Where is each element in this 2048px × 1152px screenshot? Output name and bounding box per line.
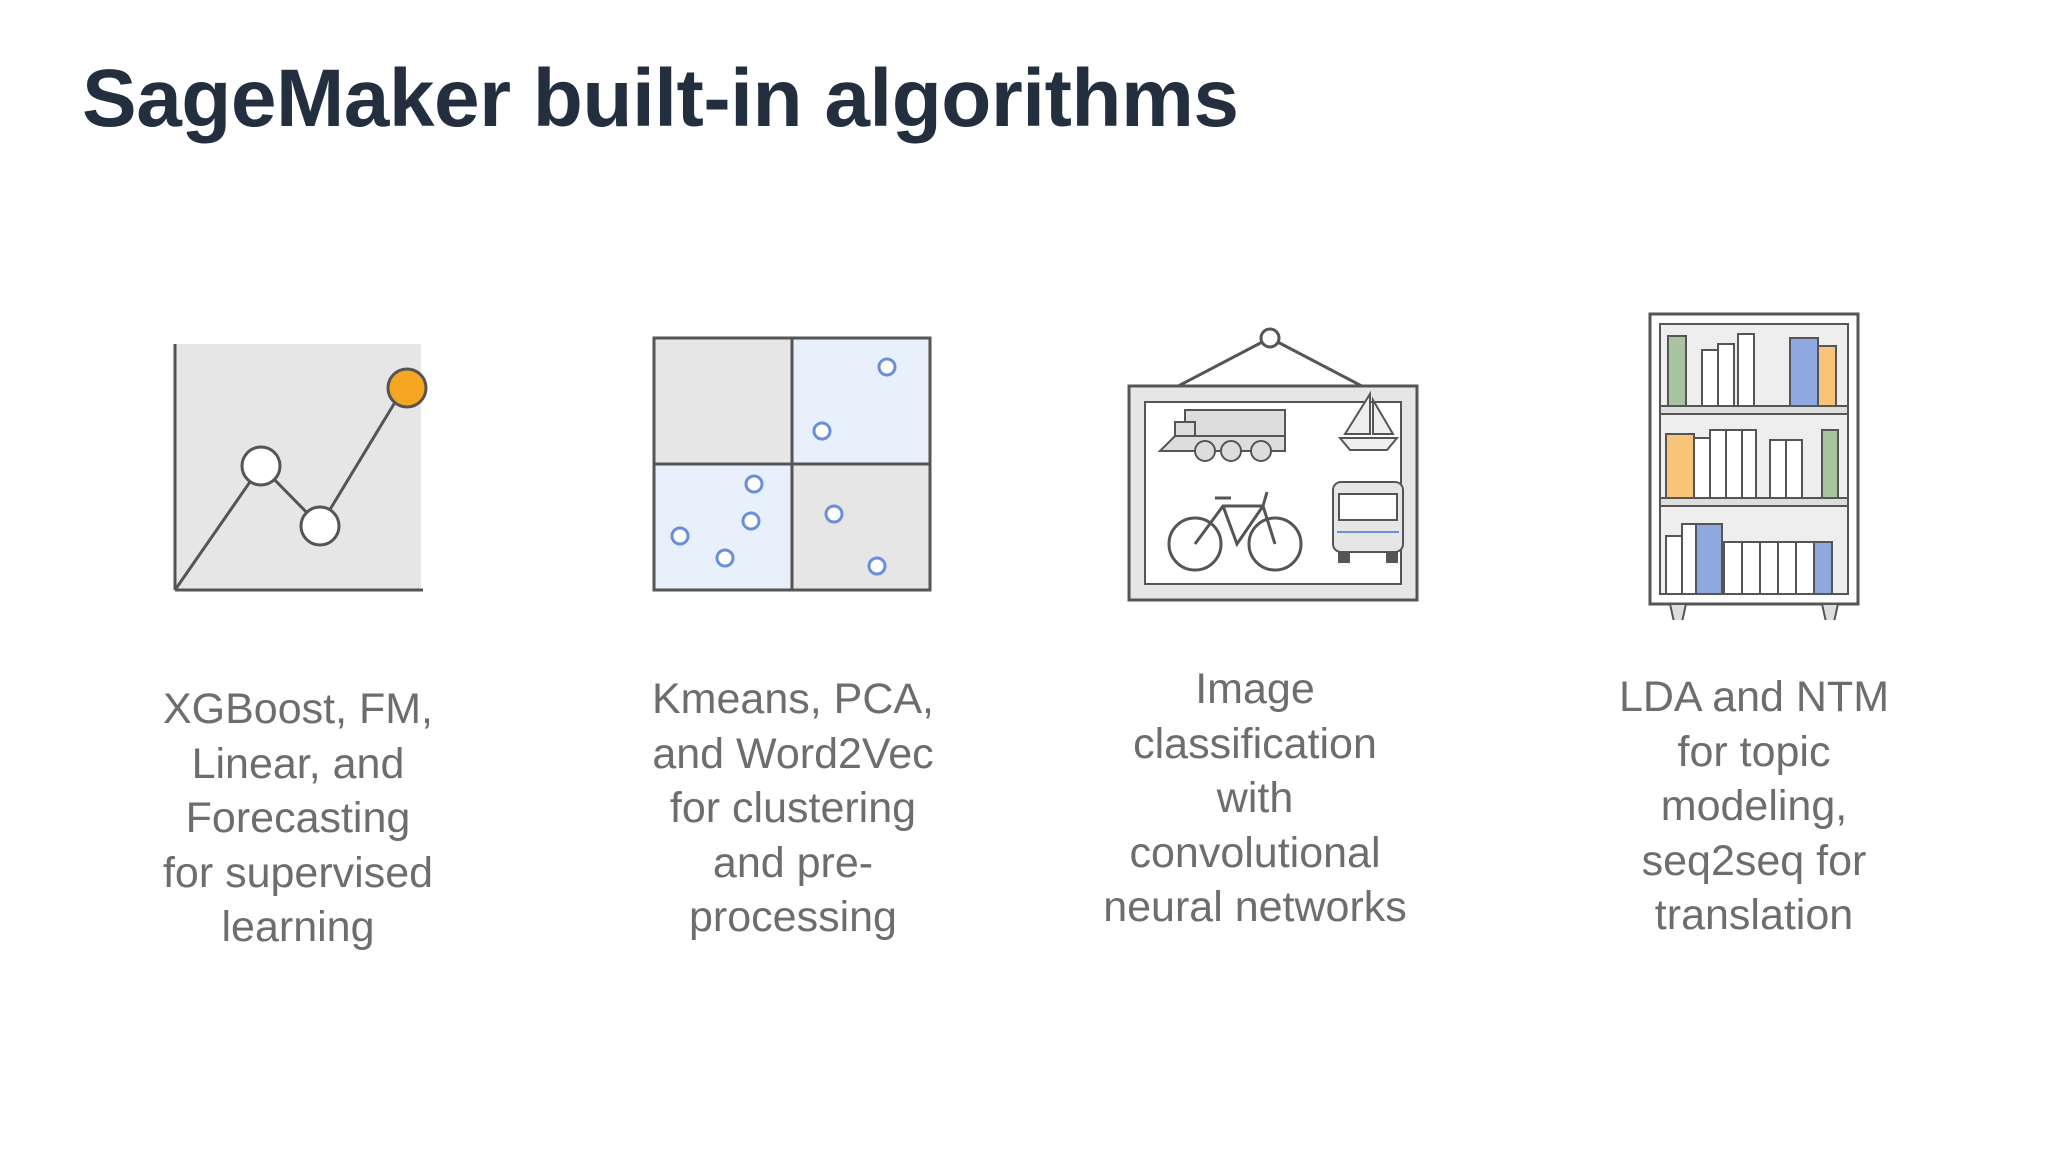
algorithm-caption: XGBoost, FM, Linear, and Forecasting for… — [162, 685, 434, 951]
train-icon — [1157, 409, 1286, 462]
slide-title: SageMaker built-in algorithms — [82, 53, 1239, 144]
framed-picture-icon — [1045, 300, 1465, 640]
sailboat-icon — [1337, 390, 1400, 451]
algorithm-caption: Kmeans, PCA, and Word2Vec for clustering… — [652, 675, 934, 941]
algorithm-caption: Image classification with convolutional … — [1103, 665, 1407, 931]
bicycle-icon — [1167, 491, 1303, 572]
line-chart-icon — [88, 300, 508, 640]
algorithm-caption: LDA and NTM for topic modeling, seq2seq … — [1618, 673, 1890, 939]
cluster-grid-icon — [583, 300, 1003, 640]
bus-icon — [1332, 481, 1404, 563]
bookshelf-icon — [1544, 300, 1964, 640]
